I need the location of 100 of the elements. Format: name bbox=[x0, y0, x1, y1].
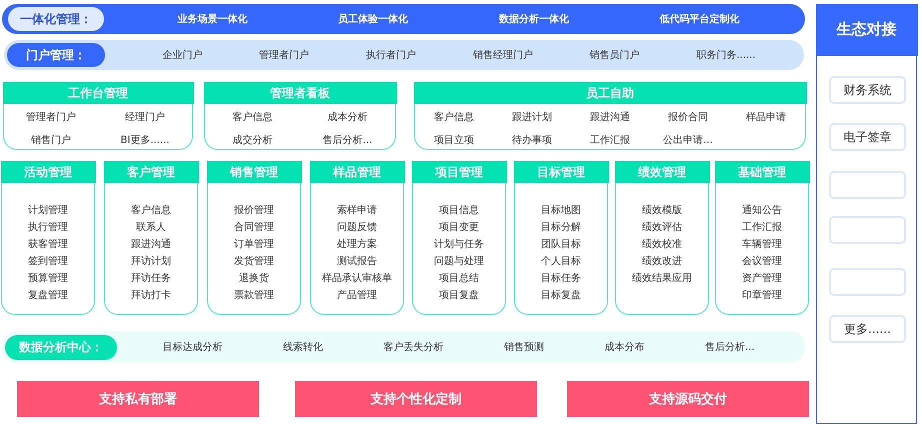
integration-tile: 电子签章 bbox=[829, 123, 906, 151]
module-card bbox=[412, 161, 506, 315]
menu-item: 联系人 bbox=[136, 220, 166, 234]
menu-item: 计划管理 bbox=[28, 204, 68, 217]
card-header: 客户管理 bbox=[104, 161, 198, 183]
card-header: 活动管理 bbox=[0, 161, 96, 183]
menu-item: 项目信息 bbox=[439, 204, 479, 217]
menu-item: 目标地图 bbox=[541, 204, 581, 217]
feature-label: 员工体验一体化 bbox=[338, 12, 408, 26]
pill-label: 门户管理： bbox=[7, 43, 105, 67]
card-header: 项目管理 bbox=[412, 161, 506, 183]
menu-item: 销售门户 bbox=[31, 134, 71, 147]
menu-item: 预算管理 bbox=[28, 272, 68, 285]
menu-item: 拜访计划 bbox=[131, 254, 171, 268]
feature-label: 企业门户 bbox=[162, 48, 202, 62]
side-panel bbox=[816, 4, 917, 424]
empty-box bbox=[829, 171, 906, 199]
pill-label: 一体化管理： bbox=[8, 7, 104, 31]
module-card bbox=[310, 161, 404, 315]
module-card bbox=[715, 161, 809, 315]
module-card bbox=[104, 161, 198, 315]
feature-label: 数据分析一体化 bbox=[498, 12, 569, 26]
card-header: 员工自助 bbox=[414, 82, 806, 104]
feature-label: 销售经理门户 bbox=[472, 48, 533, 62]
menu-item: 订单管理 bbox=[234, 238, 274, 251]
menu-item: 计划与任务 bbox=[434, 238, 484, 251]
feature-banner: 支持源码交付 bbox=[567, 381, 809, 417]
menu-item: 印章管理 bbox=[742, 288, 782, 302]
menu-item: 样品承认审核单 bbox=[322, 272, 392, 285]
menu-item: 公出申请... bbox=[663, 134, 713, 147]
card-header: 销售管理 bbox=[206, 161, 302, 183]
menu-item: 资产管理 bbox=[742, 272, 782, 285]
menu-item: 项目总结 bbox=[439, 272, 479, 285]
menu-item: 报价管理 bbox=[234, 204, 274, 217]
menu-item: 目标复盘 bbox=[541, 288, 581, 302]
menu-item: 跟进沟通 bbox=[590, 110, 630, 124]
menu-item: 车辆管理 bbox=[742, 238, 782, 251]
panel-header: 生态对接 bbox=[816, 4, 918, 56]
module-card bbox=[514, 161, 608, 315]
feature-label: 业务场景一体化 bbox=[177, 12, 248, 26]
menu-item: 签到管理 bbox=[28, 255, 68, 268]
menu-item: 待办事项 bbox=[512, 134, 552, 147]
menu-item: 拜访任务 bbox=[131, 272, 171, 285]
feature-label: 销售预测 bbox=[504, 340, 544, 354]
integration-tile: 更多...... bbox=[829, 315, 906, 343]
card-header: 基础管理 bbox=[714, 161, 810, 183]
menu-item: 项目立项 bbox=[434, 134, 474, 147]
menu-item: 工作汇报 bbox=[742, 220, 782, 234]
menu-item: 项目复盘 bbox=[439, 289, 479, 302]
menu-item: 客户信息 bbox=[131, 204, 171, 217]
menu-item: 工作汇报 bbox=[590, 134, 630, 147]
menu-item: 经理门户 bbox=[125, 110, 165, 124]
menu-item: 客户信息 bbox=[434, 110, 474, 124]
menu-item: 样品申请 bbox=[746, 110, 786, 124]
menu-item: 绩效结果应用 bbox=[632, 272, 692, 285]
menu-item: 索样申请 bbox=[337, 204, 377, 217]
menu-item: 目标任务 bbox=[541, 272, 581, 285]
module-card bbox=[207, 161, 301, 315]
module-card bbox=[1, 161, 95, 315]
menu-item: 团队目标 bbox=[541, 238, 581, 251]
card-header: 工作台管理 bbox=[2, 82, 194, 104]
menu-item: 成交分析 bbox=[232, 134, 272, 147]
card-header: 绩效管理 bbox=[614, 161, 710, 183]
feature-label: 目标达成分析 bbox=[162, 340, 222, 354]
feature-label: 成本分布 bbox=[604, 340, 645, 354]
module-card bbox=[3, 82, 193, 150]
feature-label: 销售员门户 bbox=[590, 48, 640, 62]
feature-label: 管理者门户 bbox=[259, 48, 310, 62]
menu-item: 问题与处理 bbox=[434, 254, 484, 268]
card-header: 目标管理 bbox=[514, 161, 608, 183]
menu-item: BI更多...... bbox=[120, 134, 170, 147]
module-card bbox=[414, 82, 806, 150]
menu-item: 绩效改进 bbox=[642, 254, 682, 268]
menu-item: 获客管理 bbox=[28, 238, 68, 251]
menu-item: 会议管理 bbox=[742, 254, 782, 268]
integration-tile: 财务系统 bbox=[829, 76, 906, 104]
module-card bbox=[204, 82, 396, 150]
feature-banner: 支持私有部署 bbox=[17, 381, 259, 417]
menu-item: 问题反馈 bbox=[337, 221, 377, 234]
empty-box bbox=[829, 268, 906, 296]
menu-item: 处理方案 bbox=[337, 238, 377, 251]
menu-item: 退换货 bbox=[239, 272, 269, 285]
menu-item: 绩效模版 bbox=[642, 204, 682, 217]
menu-item: 跟进沟通 bbox=[131, 238, 171, 251]
menu-item: 成本分析 bbox=[328, 110, 368, 124]
feature-label: 售后分析... bbox=[705, 340, 755, 354]
menu-item: 绩效校准 bbox=[642, 238, 682, 251]
card-header: 管理者看板 bbox=[204, 82, 396, 104]
menu-item: 售后分析... bbox=[322, 134, 372, 147]
menu-item: 发货管理 bbox=[234, 255, 274, 268]
menu-item: 管理者门户 bbox=[26, 110, 76, 124]
menu-item: 客户信息 bbox=[232, 110, 272, 124]
menu-item: 个人目标 bbox=[541, 254, 581, 268]
feature-label: 线索转化 bbox=[282, 340, 323, 354]
menu-item: 绩效评估 bbox=[642, 220, 682, 234]
banner-bar bbox=[2, 4, 805, 34]
banner-bar bbox=[4, 40, 804, 70]
menu-item: 目标分解 bbox=[541, 220, 581, 234]
menu-item: 报价合同 bbox=[668, 110, 708, 124]
pill-label: 数据分析中心： bbox=[5, 335, 117, 360]
